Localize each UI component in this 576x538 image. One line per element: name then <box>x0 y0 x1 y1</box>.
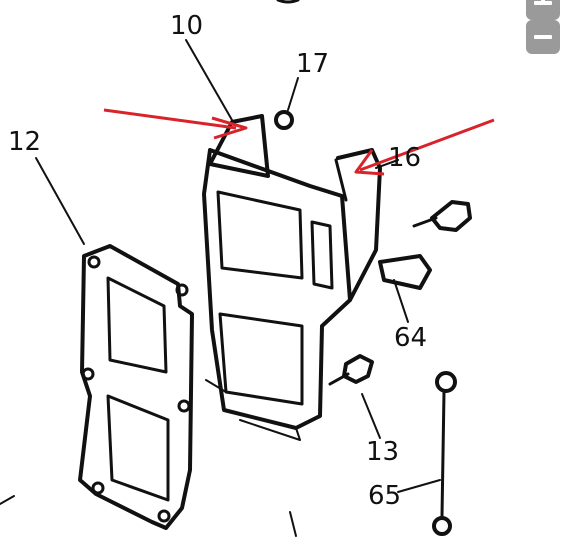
minus-icon <box>534 35 552 39</box>
screw-part-13-shank <box>328 372 350 386</box>
plus-icon <box>534 1 552 5</box>
gasket-part-12 <box>78 244 194 530</box>
bolt-upper-shank <box>412 216 438 228</box>
part-label-16: 16 <box>388 143 421 173</box>
plus-icon-vertical <box>541 0 545 2</box>
bolt-upper <box>430 200 472 232</box>
bracket-part-64 <box>378 254 432 290</box>
part-label-10: 10 <box>170 11 203 41</box>
leader-lines <box>0 39 441 537</box>
red-annotation-arrows <box>103 108 495 176</box>
rod-part-65 <box>432 371 457 536</box>
screw-part-13 <box>342 354 374 384</box>
intake-manifold-part-10 <box>202 114 382 441</box>
part-label-17: 17 <box>296 49 329 79</box>
part-label-65: 65 <box>368 481 401 511</box>
washer-part-17 <box>274 110 294 130</box>
part-label-12: 12 <box>8 127 41 157</box>
part-label-13: 13 <box>366 437 399 467</box>
zoom-out-button[interactable] <box>526 20 560 54</box>
part-label-64: 64 <box>394 323 427 353</box>
cropped-part-edge <box>276 0 300 4</box>
zoom-in-button[interactable] <box>526 0 560 20</box>
